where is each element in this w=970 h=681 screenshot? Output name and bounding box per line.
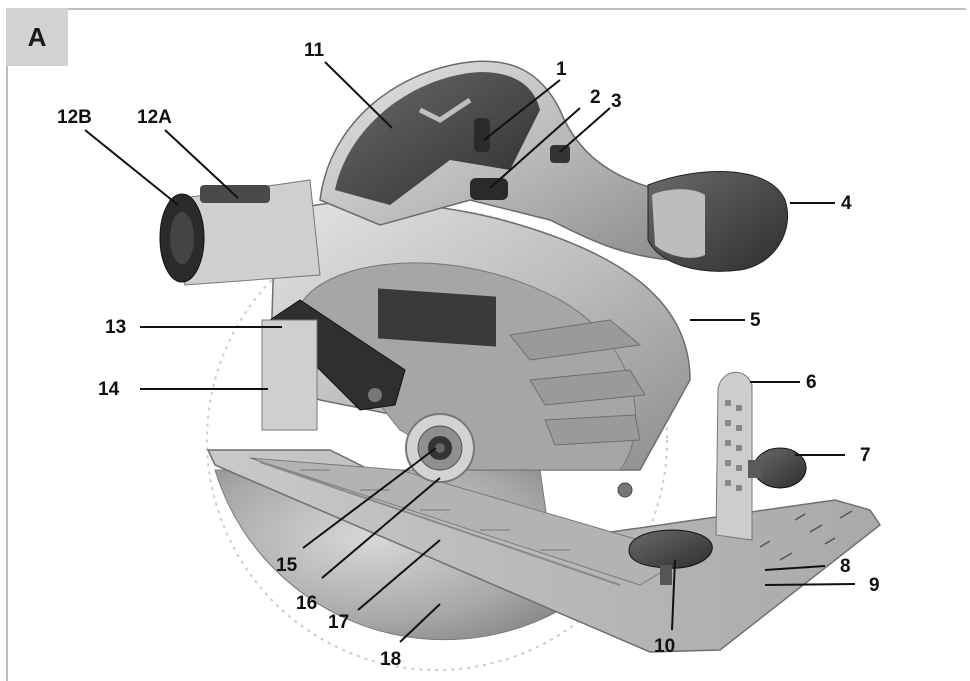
callout-11: 11: [304, 40, 325, 61]
callout-18: 18: [380, 649, 402, 670]
leader-lines: [84, 61, 856, 643]
callout-15: 15: [276, 555, 298, 576]
bevel-lever: [261, 299, 406, 431]
callout-8: 8: [840, 556, 851, 577]
panel-label: A: [6, 8, 68, 66]
callout-7: 7: [860, 445, 871, 466]
callout-12a: 12A: [137, 107, 172, 128]
base-plate: [206, 449, 882, 653]
callout-14: 14: [98, 379, 120, 400]
callout-13: 13: [105, 317, 127, 338]
dust-extraction-port: [159, 179, 321, 286]
callout-9: 9: [869, 575, 880, 596]
callout-16: 16: [296, 593, 318, 614]
callout-12b: 12B: [57, 107, 92, 128]
bevel-bracket: [715, 371, 807, 541]
depth-lock-knob: [628, 529, 713, 585]
blade-arbor: [405, 413, 475, 483]
callout-4: 4: [841, 193, 852, 214]
callout-2: 2: [590, 87, 601, 108]
callout-10: 10: [654, 636, 676, 657]
callout-17: 17: [328, 612, 350, 633]
figure-frame: [6, 8, 966, 681]
callout-5: 5: [750, 310, 761, 331]
bolt: [617, 482, 633, 498]
handle-assembly: [319, 60, 789, 272]
callout-3: 3: [611, 91, 622, 112]
callout-6: 6: [806, 372, 817, 393]
callout-1: 1: [556, 59, 567, 80]
